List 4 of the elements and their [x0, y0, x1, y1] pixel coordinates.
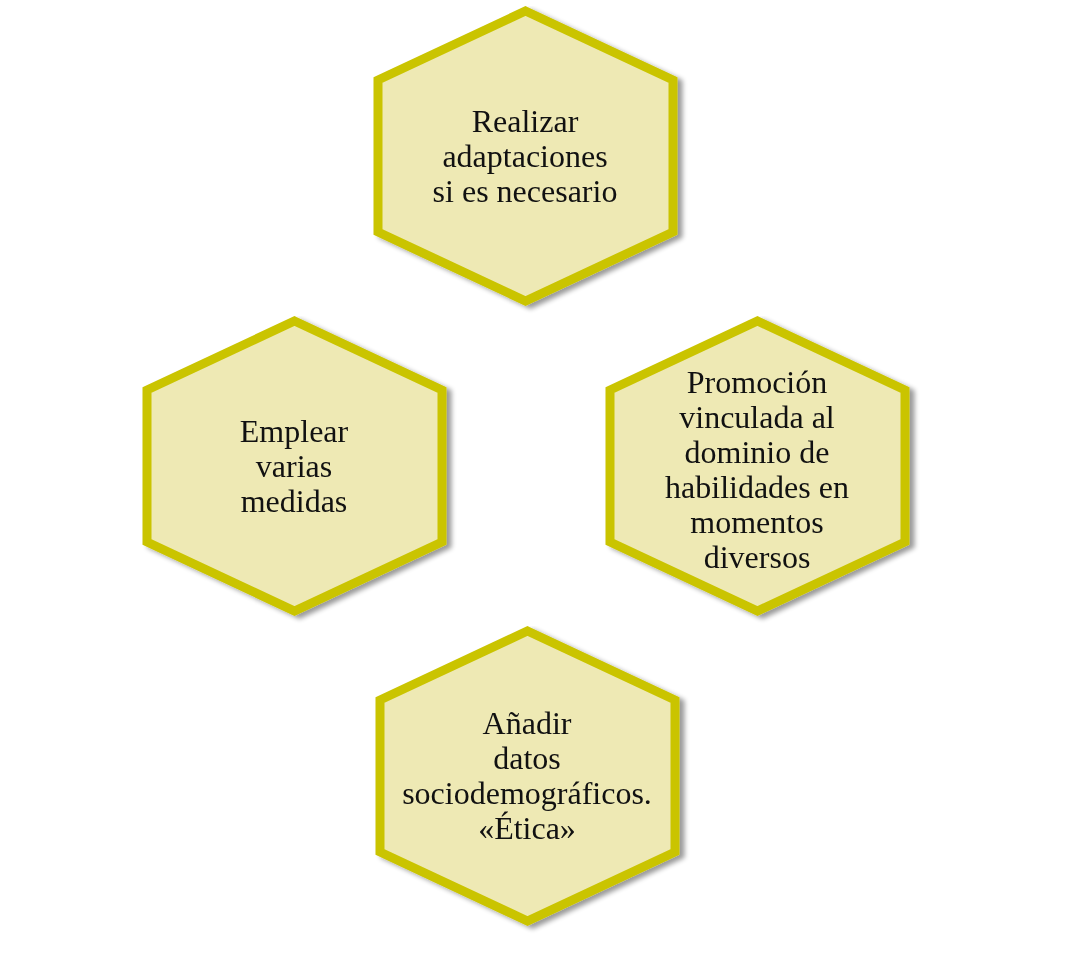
hexagon-text: Realizar adaptaciones si es necesario — [431, 103, 619, 209]
hexagon-text: Promoción vinculada al dominio de habilidades en momentos diversos — [664, 365, 850, 575]
hexagon-text: Emplear varias medidas — [239, 413, 349, 519]
hexagon-text: Añadir datos sociodemográficos. «Ética» — [402, 706, 652, 846]
